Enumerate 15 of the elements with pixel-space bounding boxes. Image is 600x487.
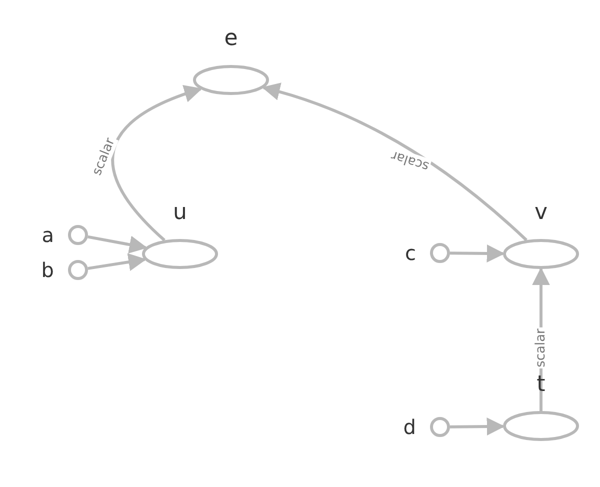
edge-label: scalar bbox=[534, 328, 548, 368]
node-label: a bbox=[42, 223, 54, 247]
node-label: v bbox=[533, 200, 549, 226]
node-label: u bbox=[172, 200, 188, 226]
node-label: e bbox=[223, 26, 239, 52]
arrow bbox=[262, 83, 528, 242]
node-label: c bbox=[405, 241, 416, 265]
node-label: d bbox=[403, 415, 416, 439]
arrow bbox=[450, 244, 505, 262]
arrow bbox=[88, 235, 148, 254]
node-label: t bbox=[536, 372, 546, 398]
arrow bbox=[450, 418, 505, 436]
arrow bbox=[111, 86, 202, 242]
node-label: b bbox=[41, 258, 54, 282]
arrow bbox=[88, 253, 146, 271]
